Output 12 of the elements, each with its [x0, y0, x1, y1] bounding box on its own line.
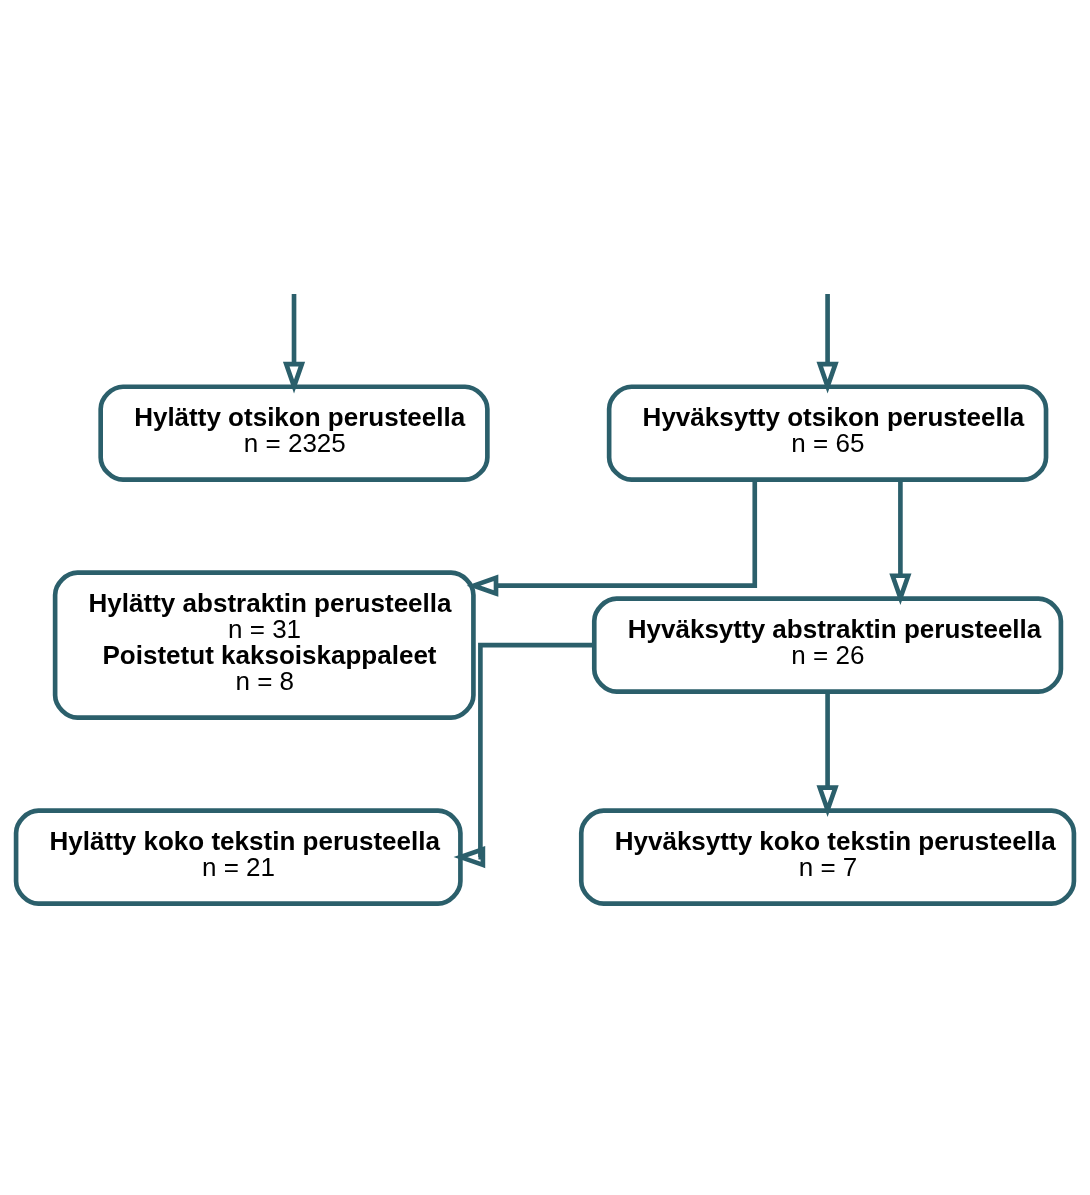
node-box: Hylätty koko tekstin perusteella n = 21	[13, 807, 463, 906]
arrow	[889, 479, 912, 605]
arrow	[816, 691, 839, 817]
arrow	[466, 479, 758, 597]
node-box: Hyväksytty otsikon perusteella n = 65	[606, 383, 1049, 482]
node-box: Hylätty abstraktin perusteella n = 31 Poistetut kaksoiskappaleet n = 8	[52, 569, 476, 720]
arrow	[816, 293, 839, 393]
arrow	[282, 293, 306, 393]
node-box: Hyväksytty abstraktin perusteella n = 26	[591, 595, 1064, 694]
arrow	[453, 642, 595, 868]
node-box: Hyväksytty koko tekstin perusteella n = 7	[578, 807, 1077, 906]
node-box: Hylätty otsikon perusteella n = 2325	[98, 383, 490, 482]
